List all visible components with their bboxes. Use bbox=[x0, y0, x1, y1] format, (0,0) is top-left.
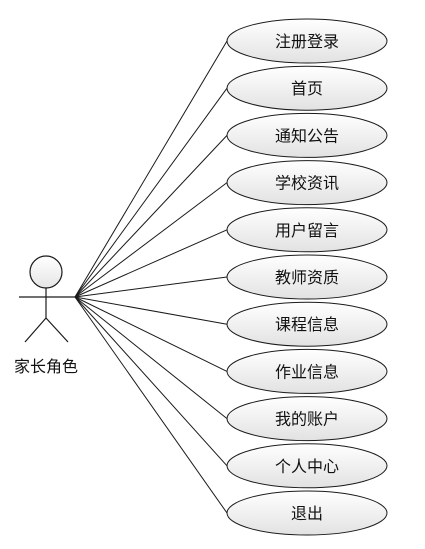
use-case-9: 我的账户 bbox=[226, 396, 388, 442]
association-line-8 bbox=[74, 296, 228, 372]
association-line-6 bbox=[74, 276, 228, 298]
use-case-1-label: 注册登录 bbox=[275, 32, 339, 51]
use-case-2-ellipse bbox=[226, 65, 388, 111]
use-case-5: 用户留言 bbox=[226, 207, 388, 253]
use-case-4: 学校资讯 bbox=[226, 160, 388, 206]
use-case-6: 教师资质 bbox=[226, 254, 388, 300]
use-case-3: 通知公告 bbox=[226, 112, 388, 158]
actor-head bbox=[29, 255, 63, 289]
association-line-9 bbox=[74, 296, 228, 419]
association-line-2 bbox=[74, 87, 228, 298]
actor-right-leg bbox=[45, 317, 69, 343]
use-case-3-label: 通知公告 bbox=[275, 126, 339, 145]
use-case-11-ellipse bbox=[226, 490, 388, 536]
use-case-2: 首页 bbox=[226, 65, 388, 111]
actor-figure: 家长角色 bbox=[14, 255, 78, 376]
use-case-7-ellipse bbox=[226, 301, 388, 347]
use-case-5-ellipse bbox=[226, 207, 388, 253]
use-case-4-label: 学校资讯 bbox=[275, 174, 339, 193]
association-line-5 bbox=[74, 229, 228, 298]
association-lines bbox=[74, 40, 228, 514]
association-line-4 bbox=[74, 182, 228, 298]
association-line-10 bbox=[74, 296, 228, 467]
use-case-8-ellipse bbox=[226, 348, 388, 394]
use-case-10: 个人中心 bbox=[226, 443, 388, 489]
use-case-10-ellipse bbox=[226, 443, 388, 489]
use-case-6-ellipse bbox=[226, 254, 388, 300]
use-case-11: 退出 bbox=[226, 490, 388, 536]
use-case-8-label: 作业信息 bbox=[275, 362, 339, 381]
use-case-1-ellipse bbox=[226, 18, 388, 64]
use-case-1: 注册登录 bbox=[226, 18, 388, 64]
association-line-1 bbox=[74, 40, 228, 298]
use-case-7-label: 课程信息 bbox=[275, 315, 339, 334]
use-case-2-label: 首页 bbox=[291, 79, 323, 98]
use-case-9-ellipse bbox=[226, 396, 388, 442]
actor-label: 家长角色 bbox=[14, 357, 78, 376]
association-line-3 bbox=[74, 135, 228, 298]
actor-left-leg bbox=[24, 317, 47, 343]
use-case-7: 课程信息 bbox=[226, 301, 388, 347]
association-line-7 bbox=[74, 296, 228, 325]
use-case-11-label: 退出 bbox=[291, 504, 323, 523]
use-case-10-label: 个人中心 bbox=[275, 457, 339, 476]
use-case-5-label: 用户留言 bbox=[275, 221, 339, 240]
association-line-11 bbox=[74, 296, 228, 514]
use-case-6-label: 教师资质 bbox=[275, 268, 339, 287]
use-case-4-ellipse bbox=[226, 160, 388, 206]
use-case-8: 作业信息 bbox=[226, 348, 388, 394]
use-case-9-label: 我的账户 bbox=[275, 410, 339, 429]
use-case-3-ellipse bbox=[226, 112, 388, 158]
